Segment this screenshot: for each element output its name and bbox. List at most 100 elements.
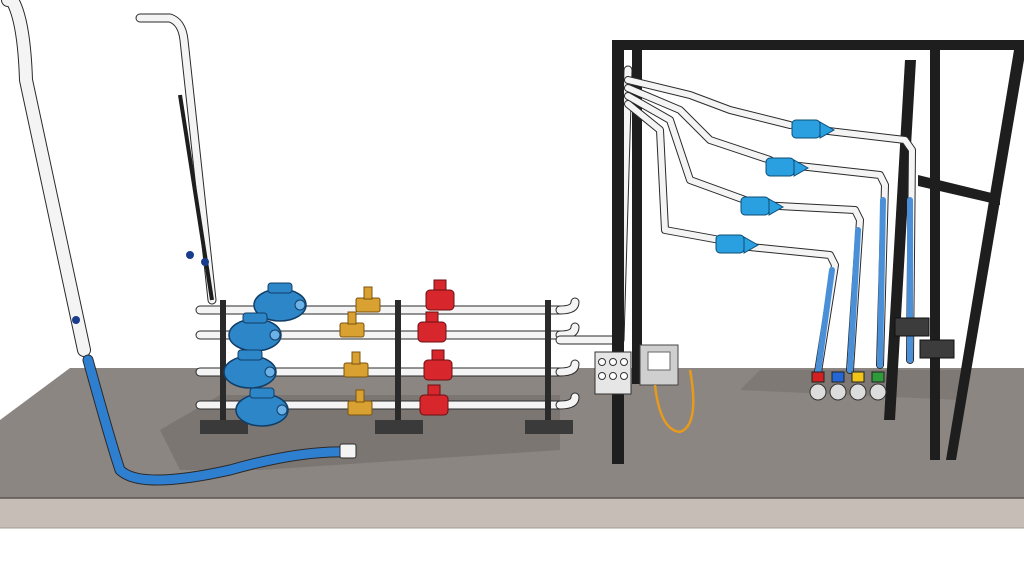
flow-meters — [223, 282, 307, 427]
flow-meter-flange — [264, 366, 276, 378]
return-line-outline — [756, 201, 864, 374]
stack-right — [136, 14, 216, 304]
coupling-reel — [849, 383, 867, 401]
filter-body — [339, 322, 365, 338]
pipe-stands — [200, 300, 573, 434]
stack-left — [2, 0, 90, 356]
frame-column-right — [930, 50, 940, 460]
nozzle-tip — [743, 236, 760, 254]
overhead-branch — [625, 101, 723, 243]
gauge-dial — [609, 372, 617, 380]
flow-meter-head — [267, 282, 293, 294]
flow-meter-head — [237, 349, 263, 361]
frame-top-beam — [612, 40, 1024, 50]
overhead-branch — [625, 85, 773, 163]
stand-base — [200, 420, 248, 434]
manifold-elbow — [556, 393, 579, 409]
support-frame — [612, 40, 1024, 464]
manifold-elbow — [556, 360, 579, 376]
nozzle-body — [791, 119, 821, 139]
valve-actuator — [427, 384, 441, 396]
valve-body — [419, 394, 449, 416]
hose-couplings — [809, 371, 887, 401]
blue-drop-line — [815, 267, 835, 375]
blue-hose — [82, 354, 357, 486]
hose-body — [83, 355, 355, 485]
coupling-cap — [831, 371, 845, 383]
overhead-branch — [625, 93, 748, 203]
stack-right-outline — [135, 13, 217, 305]
overhead-branch — [625, 77, 793, 128]
filter-cap — [351, 351, 361, 365]
flow-meter-head — [242, 312, 268, 324]
flow-meter-flange — [276, 404, 288, 416]
gauge-dial — [598, 372, 606, 380]
floor-slab-front — [0, 498, 1024, 528]
coupling-cap — [851, 371, 865, 383]
stand-post — [545, 300, 551, 420]
stack-right-shadow — [178, 94, 214, 301]
filter-cap — [355, 389, 365, 403]
nozzle-body — [740, 196, 770, 216]
overhead-pipes — [624, 76, 916, 376]
stand-base — [525, 420, 573, 434]
manifold-lines — [195, 65, 633, 410]
filter-cap — [347, 311, 357, 325]
frame-shadow — [740, 370, 960, 400]
manifold-elbow — [556, 298, 579, 314]
coupling-cap — [871, 371, 885, 383]
filter-body — [347, 400, 373, 416]
junction-box — [919, 339, 955, 359]
frame-column-left — [612, 44, 624, 464]
frame-brace — [918, 175, 1000, 205]
wall-boxes — [894, 317, 955, 359]
valve-actuator — [431, 349, 445, 361]
valve-actuator — [425, 311, 439, 323]
coupling-reel — [809, 383, 827, 401]
valve-handle — [186, 251, 194, 259]
ceiling-nozzles — [715, 119, 836, 254]
control-valves — [417, 279, 455, 416]
orange-cable — [653, 369, 695, 434]
junction-box — [894, 317, 930, 337]
hose-nozzle — [339, 443, 357, 459]
blue-drop-line — [877, 197, 886, 368]
frame-column-inner — [632, 44, 642, 384]
stand-post — [395, 300, 401, 420]
nozzle-tip — [768, 198, 785, 216]
flow-meter-flange — [269, 329, 281, 341]
nozzle-body — [765, 157, 795, 177]
valve-actuator — [433, 279, 447, 291]
nozzle-body — [715, 234, 745, 254]
stand-base — [375, 420, 423, 434]
filter-cap — [363, 286, 373, 300]
gauge-dial — [609, 358, 617, 366]
valve-handle — [201, 258, 209, 266]
valve-body — [425, 289, 455, 311]
filter-body — [355, 297, 381, 313]
filters — [339, 286, 381, 416]
coupling-reel — [869, 383, 887, 401]
gauge-dial — [598, 358, 606, 366]
nozzle-tip — [793, 159, 810, 177]
manifold-elbow — [556, 323, 579, 339]
flow-meter-head — [249, 387, 275, 399]
blue-drop-line — [847, 227, 861, 373]
valve-body — [423, 359, 453, 381]
coupling-reel — [829, 383, 847, 401]
gauge-dial — [620, 358, 628, 366]
valve-body — [417, 321, 447, 343]
flow-meter-flange — [294, 299, 306, 311]
frame-column-far — [946, 50, 1024, 460]
stand-post — [220, 300, 226, 420]
return-line — [757, 202, 863, 373]
filter-body — [343, 362, 369, 378]
valve-handle — [72, 316, 80, 324]
vertical-stacks — [1, 0, 217, 357]
cabinet-window — [647, 351, 671, 371]
gauge-dial — [620, 372, 628, 380]
coupling-cap — [811, 371, 825, 383]
nozzle-tip — [819, 121, 836, 139]
control-panels — [594, 344, 695, 434]
